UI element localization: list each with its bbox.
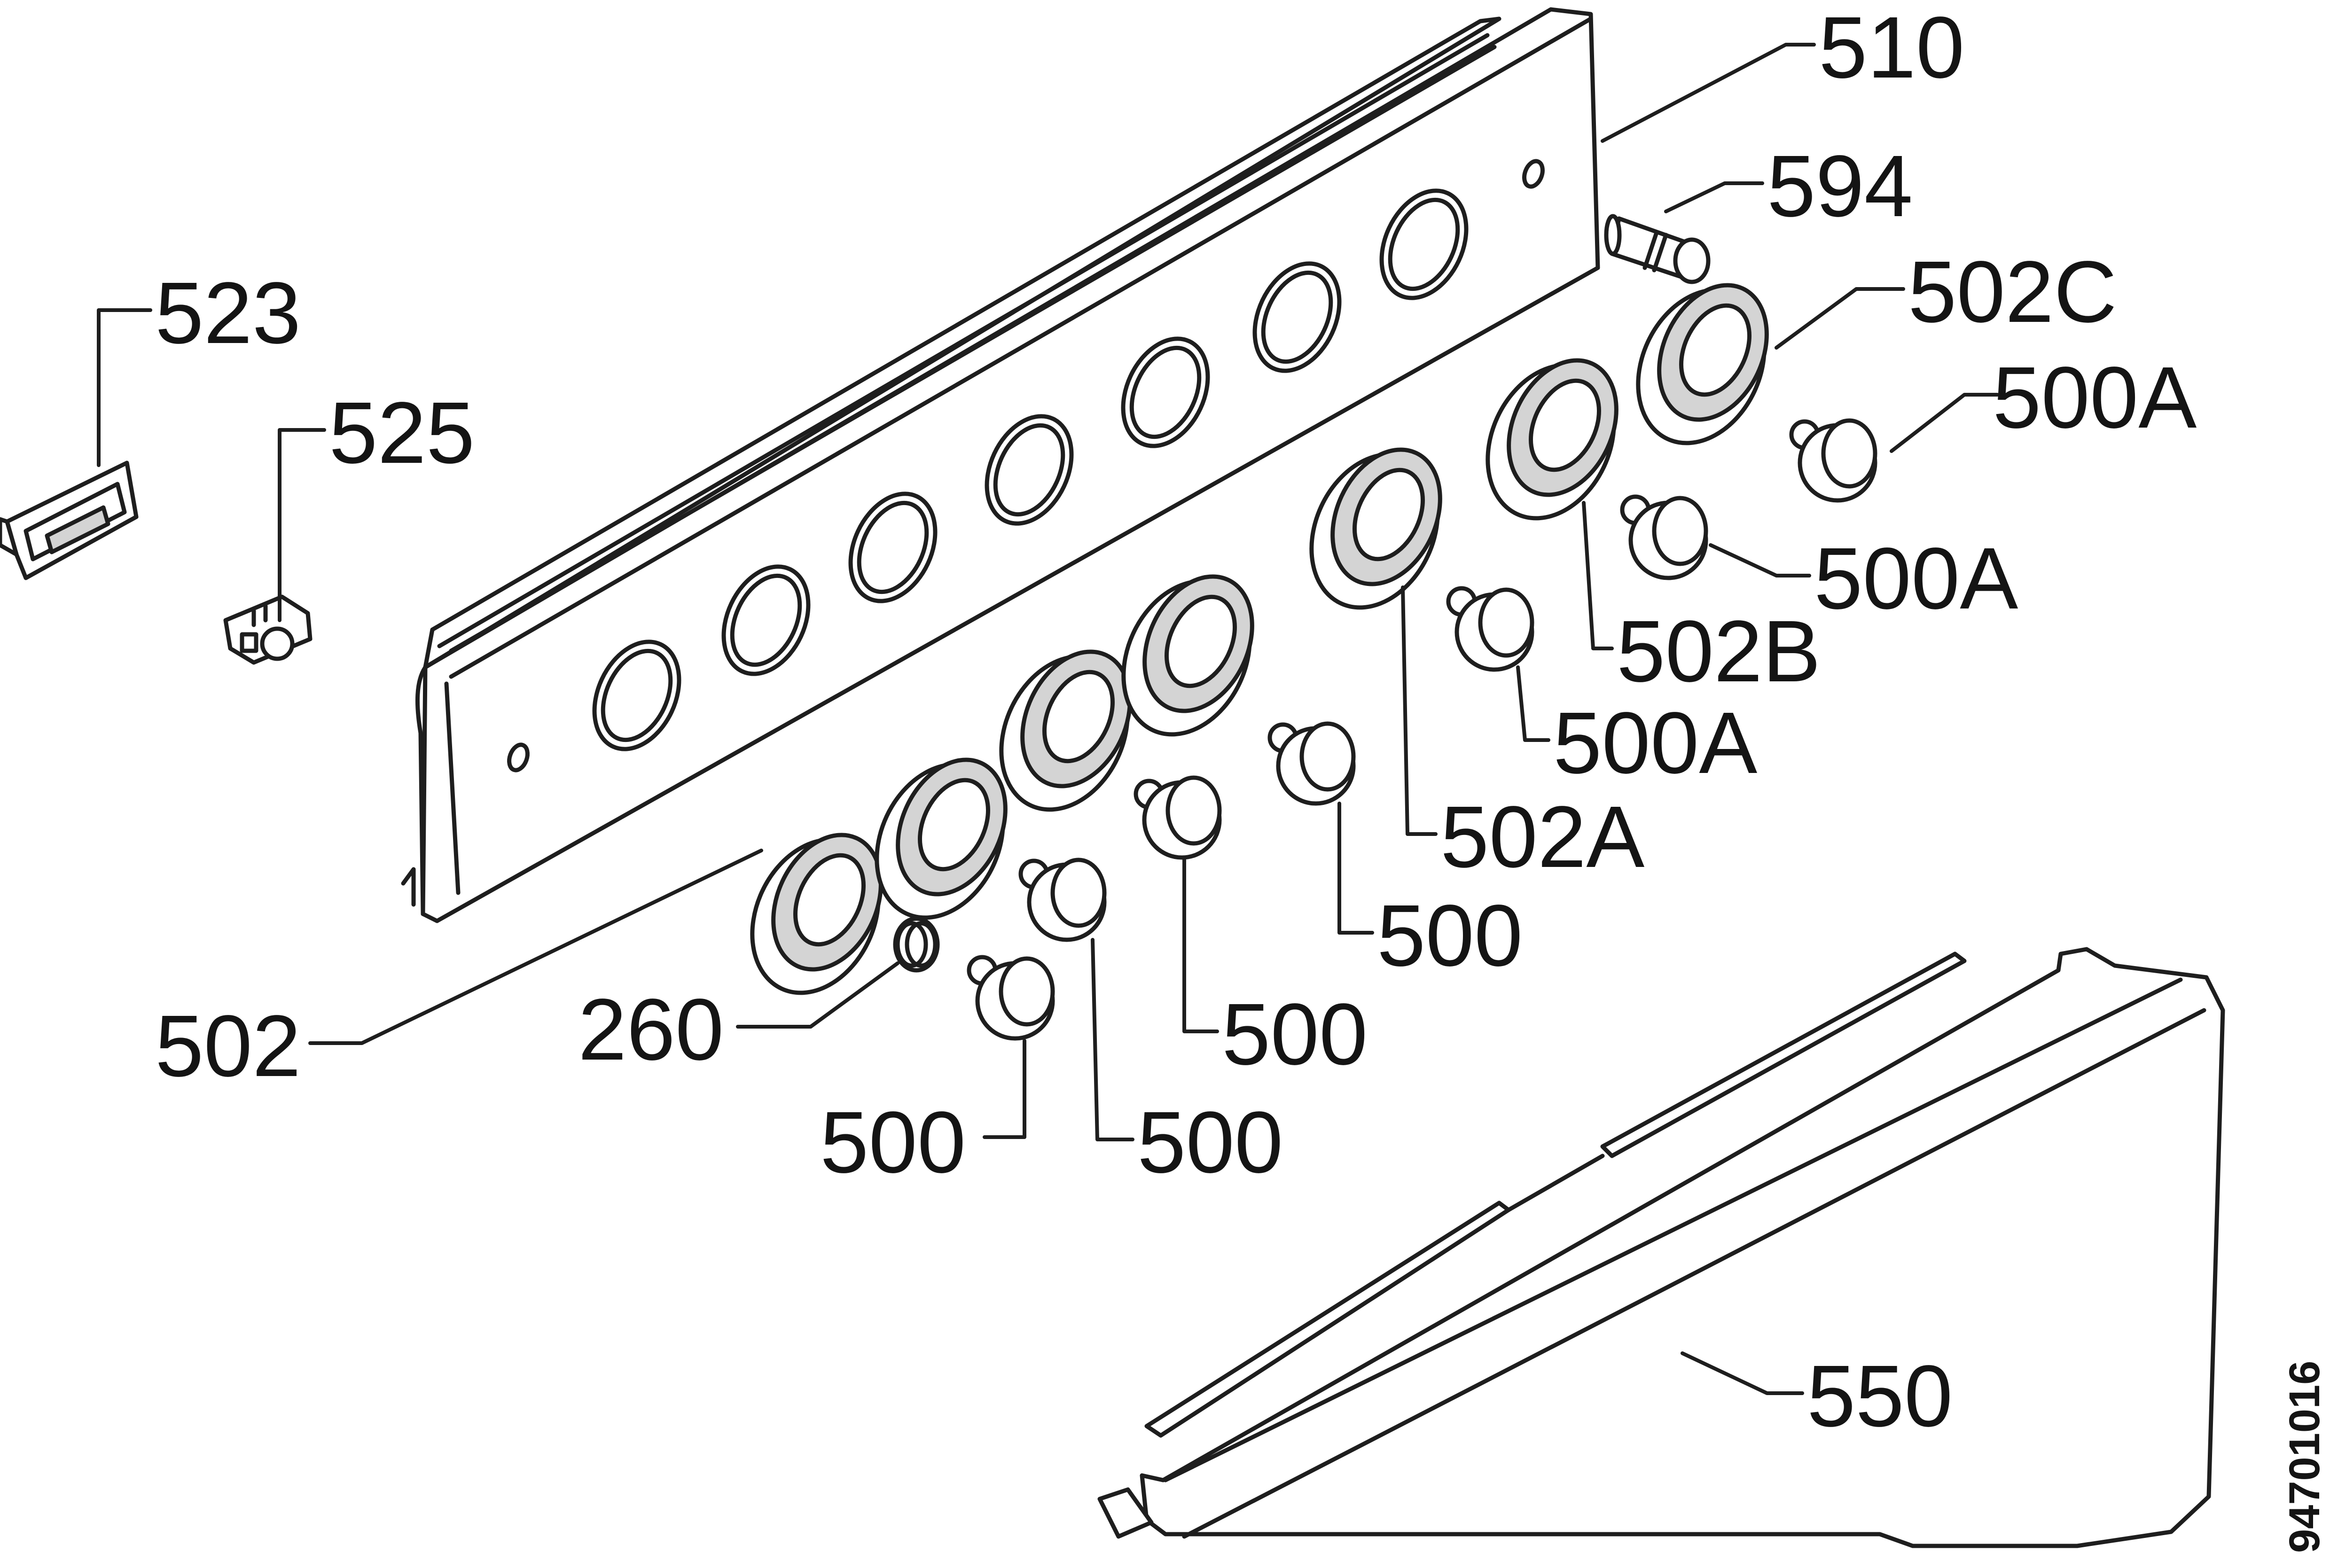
- callout-labels: 510 594 523 525 502C 500A 500A 502B 500A…: [155, 0, 2329, 1553]
- leader-500-4: [983, 1039, 1026, 1139]
- leader-500-3: [1091, 938, 1134, 1141]
- leader-500a-1: [1890, 393, 1999, 453]
- leader-260: [736, 961, 899, 1029]
- leader-523: [97, 308, 152, 467]
- switch-525: [223, 594, 313, 665]
- bezel-502a: [1309, 447, 1442, 610]
- leader-502: [308, 849, 763, 1045]
- leader-500-1: [1337, 802, 1374, 935]
- spring-260: [893, 916, 940, 973]
- label-260: 260: [578, 981, 724, 1078]
- leader-510: [1601, 43, 1816, 143]
- label-500-4: 500: [820, 1094, 966, 1191]
- label-510: 510: [1819, 0, 1964, 96]
- leader-502a: [1401, 585, 1438, 836]
- label-525: 525: [329, 384, 475, 482]
- bezel-502-group: [750, 574, 1254, 995]
- label-502b: 502B: [1617, 603, 1821, 700]
- leader-502c: [1775, 287, 1905, 350]
- bezel-502-1: [750, 833, 883, 995]
- panel-mounting-hole-left: [507, 742, 530, 772]
- leader-lines: [97, 43, 1999, 1395]
- bezel-502c: [1636, 283, 1769, 445]
- leader-594: [1664, 181, 1764, 213]
- label-500-1: 500: [1377, 887, 1523, 984]
- label-594: 594: [1767, 138, 1913, 235]
- leader-500a-3: [1516, 665, 1550, 742]
- control-panel-510: [401, 7, 1600, 923]
- knob-500-2: [1018, 858, 1107, 942]
- drawing-code-label: 94701016: [2281, 1361, 2329, 1553]
- leader-500-2: [1182, 858, 1219, 1033]
- label-502: 502: [155, 998, 301, 1095]
- knob-500-4: [1267, 721, 1356, 806]
- label-500a-2: 500A: [1814, 530, 2018, 627]
- label-502c: 502C: [1908, 243, 2117, 341]
- knob-500a-1: [1446, 586, 1534, 672]
- knob-500-1: [967, 955, 1055, 1041]
- leader-550: [1681, 1351, 1804, 1395]
- trim-strip-550: [1097, 947, 2225, 1548]
- switch-523: [0, 460, 139, 580]
- label-500-2: 500: [1222, 986, 1368, 1083]
- indicator-lamp-594: [1604, 214, 1711, 284]
- leader-525: [278, 428, 326, 622]
- label-500a-3: 500A: [1553, 694, 1757, 792]
- knob-500-3: [1134, 775, 1222, 860]
- bezel-502b: [1486, 358, 1618, 521]
- knob-500a-2: [1620, 494, 1708, 580]
- bezel-502-4: [1121, 574, 1254, 737]
- label-502a: 502A: [1440, 788, 1644, 886]
- label-500a-1: 500A: [1993, 349, 2197, 446]
- label-500-3: 500: [1137, 1094, 1283, 1191]
- leader-502b: [1582, 501, 1614, 650]
- label-523: 523: [155, 265, 301, 362]
- bezel-502-2: [875, 757, 1008, 920]
- panel-knob-openings: [592, 188, 1469, 751]
- knob-500a-3: [1789, 418, 1877, 503]
- panel-mounting-hole-right: [1522, 159, 1545, 189]
- bezel-502-3: [999, 649, 1132, 812]
- leader-500a-2: [1709, 543, 1811, 577]
- label-550: 550: [1807, 1348, 1953, 1445]
